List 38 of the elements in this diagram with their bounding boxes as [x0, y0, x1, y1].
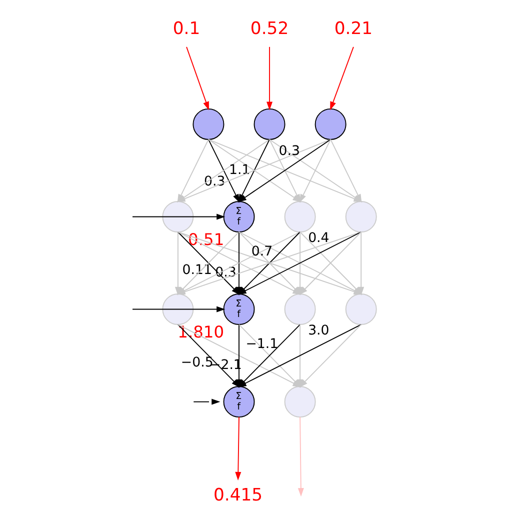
arrow: [192, 398, 220, 405]
node-circle: [162, 201, 194, 232]
edge-label: −0.5: [180, 355, 213, 370]
arrow: [266, 46, 272, 110]
edge-label: 0.7: [250, 244, 272, 260]
arrow: [298, 324, 362, 388]
arrow: [297, 416, 304, 497]
node-circle: [192, 108, 224, 140]
node-circle: [284, 294, 316, 325]
node-circle: Σ f: [222, 294, 254, 325]
node-circle: [253, 108, 285, 140]
arrow: [234, 416, 241, 481]
edge-label: 0.11: [182, 262, 212, 278]
arrow: [132, 306, 225, 312]
node-circle: [344, 294, 376, 325]
node-circle: Σ f: [222, 201, 254, 232]
arrow: [298, 138, 331, 203]
edge-label: 3.0: [308, 324, 329, 339]
node-circle: [344, 201, 376, 232]
node-text: 0.21: [334, 18, 372, 39]
node-text: 0.52: [250, 18, 288, 39]
edge-label: 1.1: [228, 162, 250, 178]
arrow: [358, 232, 364, 296]
edge-label: −1.1: [245, 336, 278, 352]
arrow: [186, 46, 208, 110]
node-text: 0.415: [212, 485, 262, 506]
node-text: 0.1: [172, 18, 200, 39]
edge-label: 0.3: [278, 144, 300, 159]
arrow: [132, 214, 225, 220]
node-circle: [314, 108, 346, 140]
arrow: [208, 138, 240, 203]
node-label: 0.51: [188, 230, 224, 249]
arrow: [330, 46, 354, 110]
node-circle: [284, 201, 316, 232]
node-circle: Σ f: [222, 386, 254, 418]
node-circle: [162, 294, 194, 325]
node-circle: [284, 386, 316, 418]
edge-label: 0.4: [308, 231, 329, 246]
